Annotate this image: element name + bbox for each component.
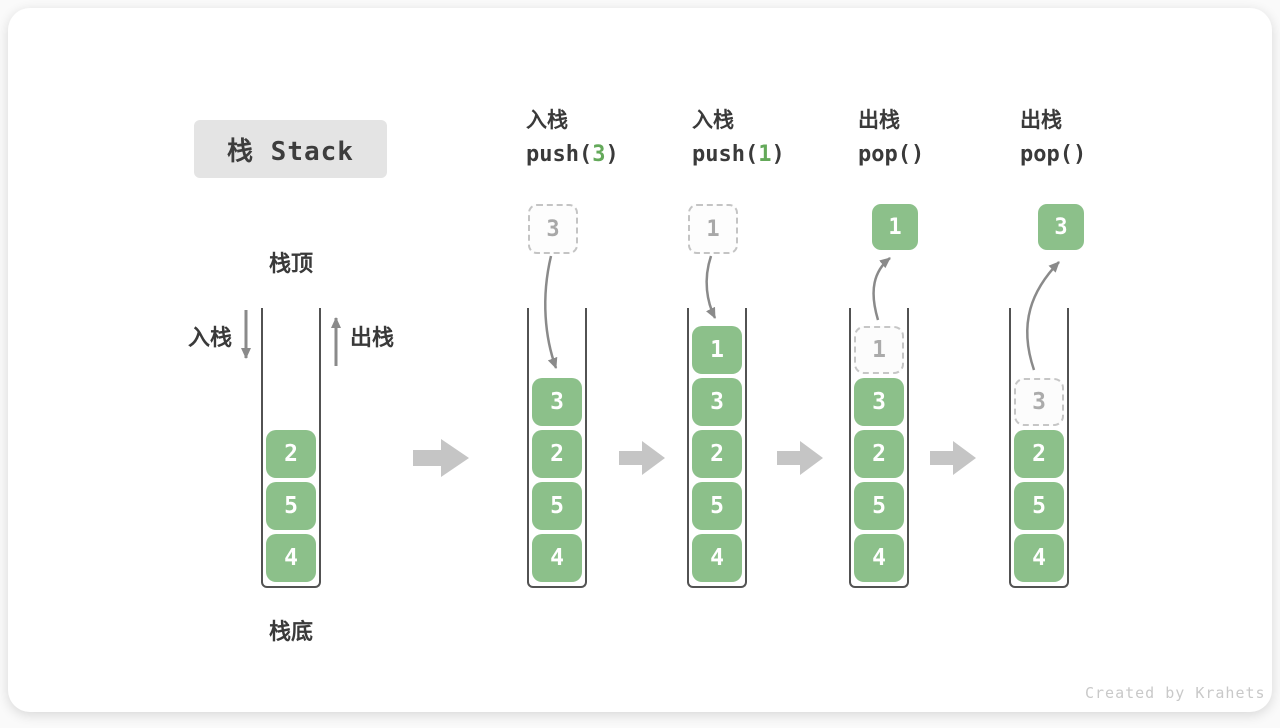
stack-item: 2: [266, 430, 316, 478]
code-post: ): [910, 142, 925, 167]
floating-ghost-item: 3: [528, 204, 578, 254]
op-label: 出栈: [1020, 108, 1062, 132]
title-badge: 栈 Stack: [194, 120, 387, 178]
stack-item: 3: [532, 378, 582, 426]
op-label: 入栈: [692, 108, 734, 132]
stack-item: 4: [266, 534, 316, 582]
code-pre: pop(: [1020, 142, 1073, 167]
stack-item: 5: [1014, 482, 1064, 530]
pop-side-label: 出栈: [350, 326, 395, 351]
op-header-push1: 入栈 push(1): [692, 110, 785, 166]
stack-item: 2: [1014, 430, 1064, 478]
stack-item: 5: [854, 482, 904, 530]
arrows-overlay: [241, 255, 1060, 477]
floating-ghost-item: 1: [688, 204, 738, 254]
op-header-push3: 入栈 push(3): [526, 110, 619, 166]
stack-item: 3: [854, 378, 904, 426]
op-header-pop3: 出栈 pop(): [1020, 110, 1086, 166]
stack-ghost-item: 1: [854, 326, 904, 374]
stack-top-label: 栈顶: [268, 252, 313, 277]
code-post: ): [1072, 142, 1087, 167]
stack-container-after-pop3: 3 2 5 4: [1009, 308, 1069, 588]
op-label: 出栈: [858, 108, 900, 132]
stack-item: 2: [692, 430, 742, 478]
stack-container-after-pop1: 1 3 2 5 4: [849, 308, 909, 588]
stack-item: 4: [1014, 534, 1064, 582]
op-code: pop(): [1020, 144, 1086, 166]
code-pre: pop(: [858, 142, 911, 167]
code-pre: push(: [692, 142, 759, 167]
stack-item: 3: [692, 378, 742, 426]
stack-item: 2: [532, 430, 582, 478]
stack-bottom-label: 栈底: [268, 620, 313, 645]
code-arg: 1: [758, 142, 772, 167]
code-post: ): [605, 142, 619, 167]
stack-item: 4: [692, 534, 742, 582]
floating-popped-item: 1: [872, 204, 918, 250]
stack-item: 2: [854, 430, 904, 478]
block-arrow-icon: [777, 441, 823, 475]
block-arrow-icon: [930, 441, 976, 475]
block-arrow-icon: [413, 439, 469, 477]
op-code: push(3): [526, 144, 619, 166]
op-header-pop1: 出栈 pop(): [858, 110, 924, 166]
op-label: 入栈: [526, 108, 568, 132]
op-code: push(1): [692, 144, 785, 166]
stack-container-initial: 2 5 4: [261, 308, 321, 588]
code-post: ): [771, 142, 785, 167]
stack-ghost-item: 3: [1014, 378, 1064, 426]
floating-popped-item: 3: [1038, 204, 1084, 250]
op-code: pop(): [858, 144, 924, 166]
diagram-card: 栈 Stack 栈顶 栈底 入栈 出栈 入栈 push(3) 入栈 push(1…: [8, 8, 1272, 712]
stack-item: 5: [692, 482, 742, 530]
stack-item: 4: [532, 534, 582, 582]
code-arg: 3: [592, 142, 606, 167]
stack-item: 5: [532, 482, 582, 530]
stack-container-after-push1: 1 3 2 5 4: [687, 308, 747, 588]
stack-item: 1: [692, 326, 742, 374]
push-side-label: 入栈: [187, 326, 232, 351]
stack-container-after-push3: 3 2 5 4: [527, 308, 587, 588]
block-arrow-icon: [619, 441, 665, 475]
credit-text: Created by Krahets: [1085, 684, 1266, 702]
code-pre: push(: [526, 142, 593, 167]
stack-item: 5: [266, 482, 316, 530]
stack-item: 4: [854, 534, 904, 582]
